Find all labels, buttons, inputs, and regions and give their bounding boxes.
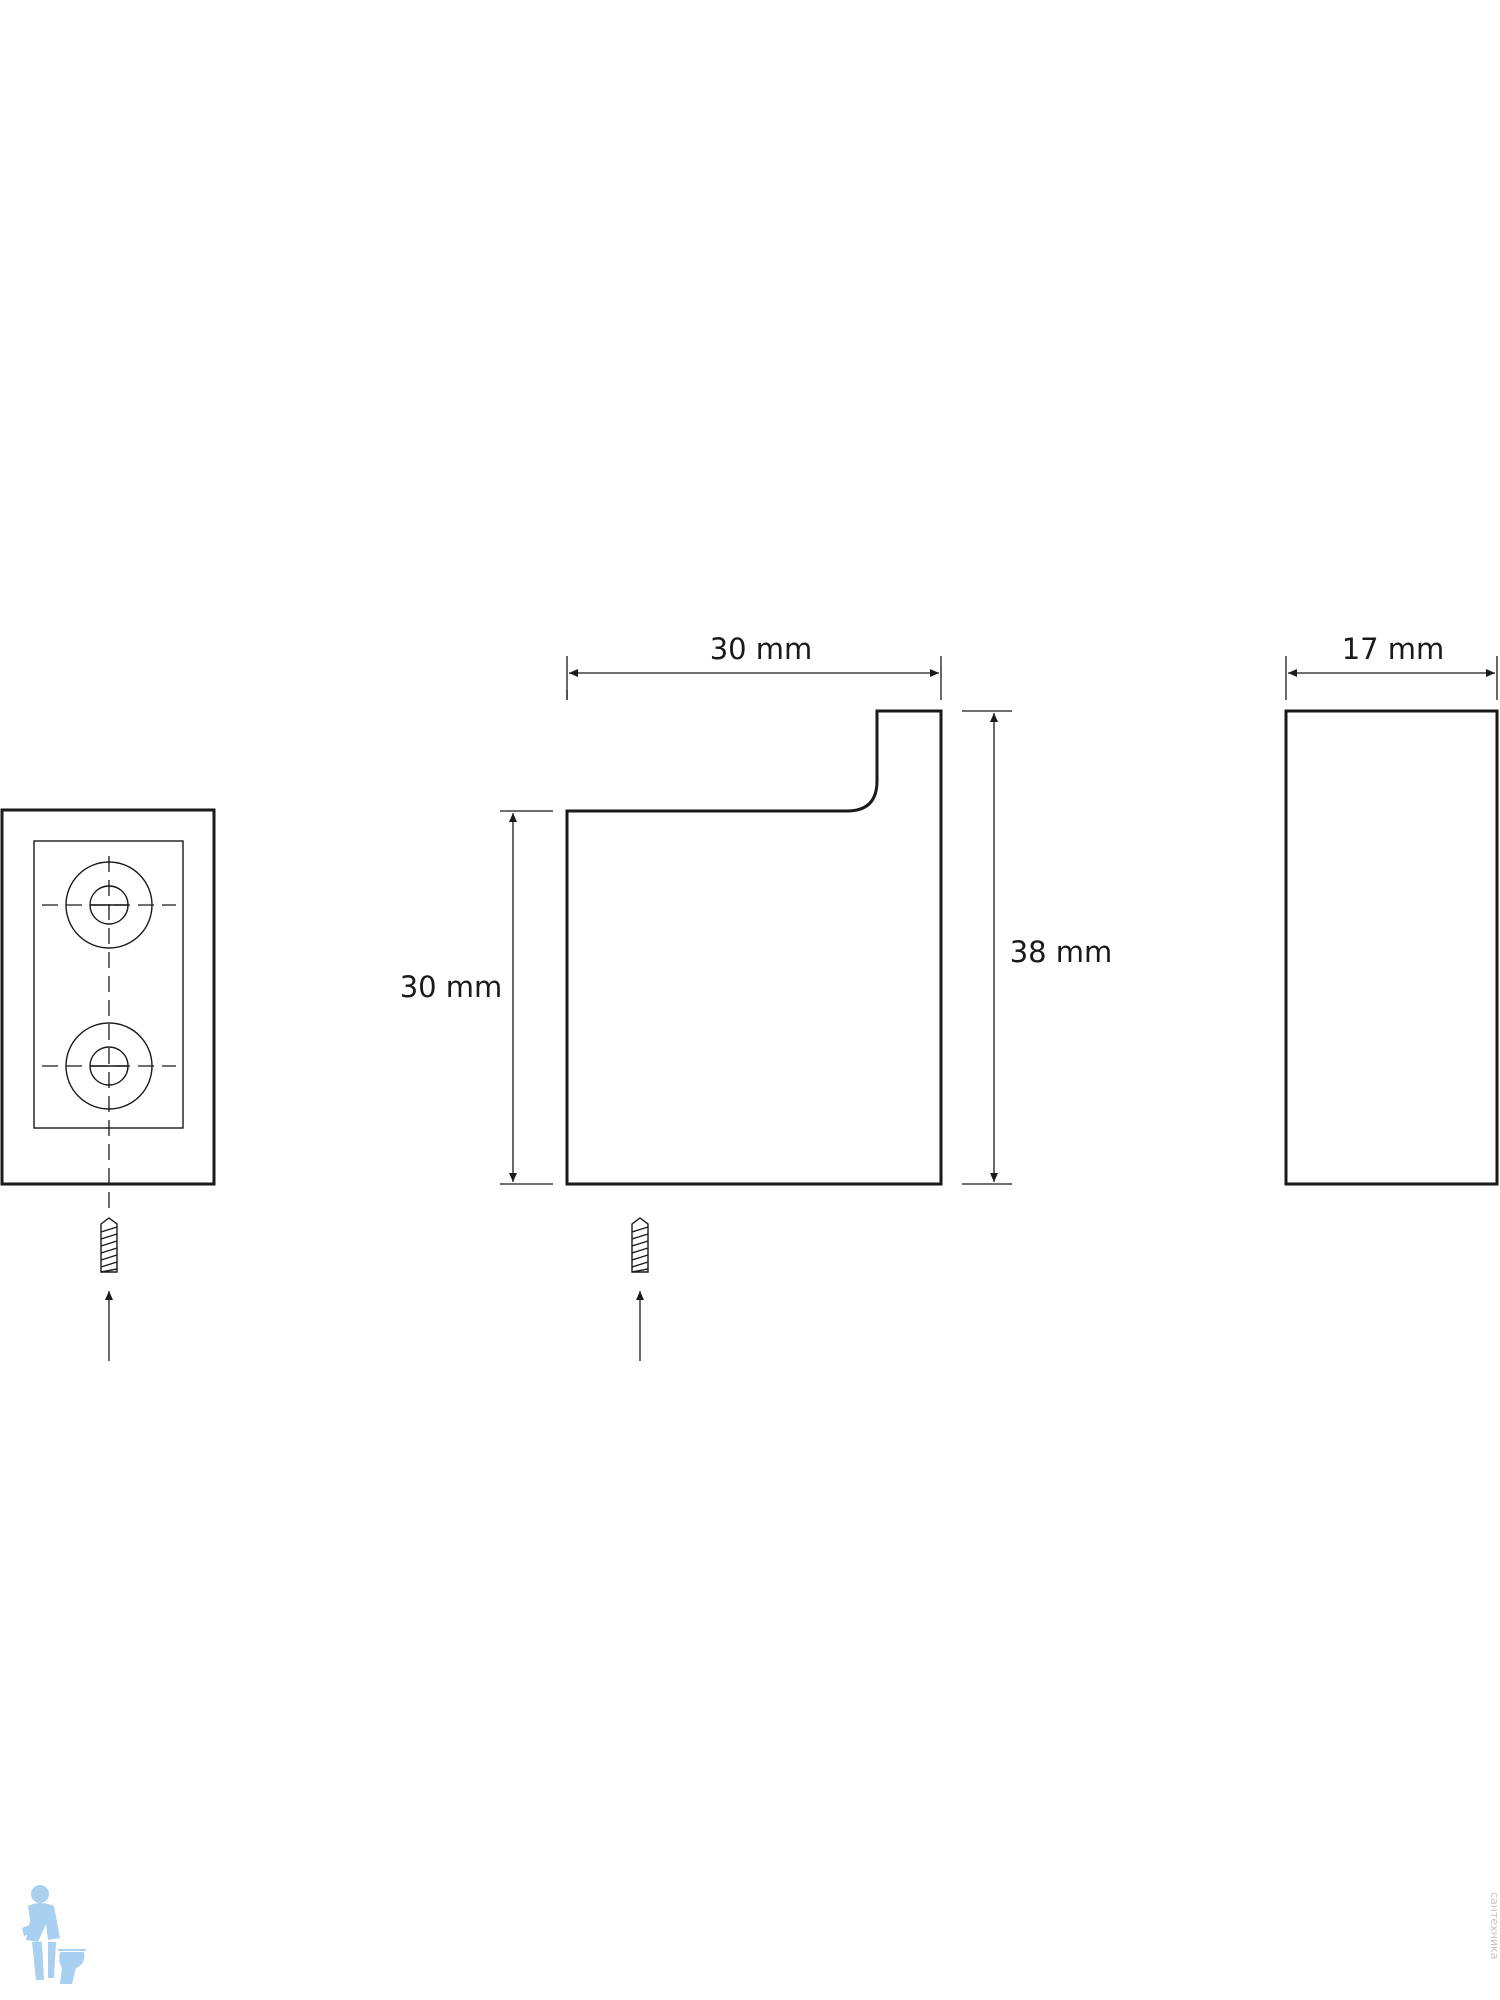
edge-view: 17 mm <box>1284 632 1499 1186</box>
edge-view-outline <box>1284 709 1499 1186</box>
side-view: 30 mm 30 mm 38 mm <box>400 632 1113 1361</box>
back-view <box>0 808 216 1361</box>
dimension-label-total-height: 38 mm <box>1010 935 1113 969</box>
screw-icon <box>631 1217 649 1273</box>
watermark-text: сантехника <box>1488 1892 1500 1959</box>
screw-icon <box>100 1217 118 1273</box>
plumber-logo-icon <box>22 1885 86 1984</box>
dimension-label-depth: 17 mm <box>1342 632 1445 666</box>
dimension-label-top-width: 30 mm <box>710 632 813 666</box>
dimension-label-body-height: 30 mm <box>400 970 503 1004</box>
back-view-outline <box>0 808 216 1186</box>
hook-profile <box>565 709 943 1186</box>
